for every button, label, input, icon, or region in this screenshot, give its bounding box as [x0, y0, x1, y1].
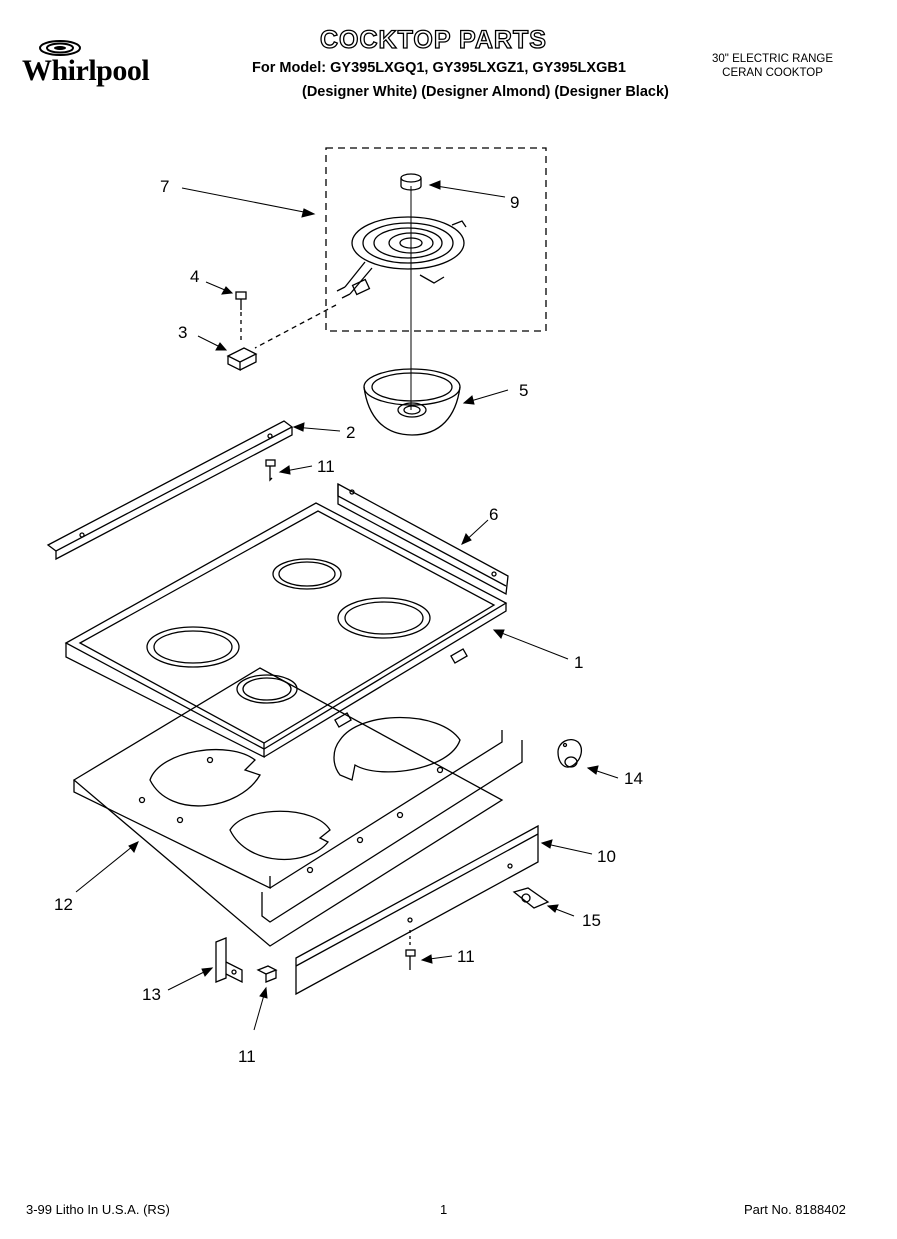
callout-7: 7: [160, 177, 169, 196]
part-number: Part No. 8188402: [744, 1202, 846, 1217]
callout-13: 13: [142, 985, 161, 1004]
leader-lines: [75, 180, 619, 1031]
part-1-glass-cooktop: [64, 502, 508, 759]
callout-1: 1: [574, 653, 583, 672]
callout-2: 2: [346, 423, 355, 442]
element-group-box: [325, 147, 547, 332]
product-type: 30" ELECTRIC RANGE: [712, 53, 834, 65]
part-7-surface-element: [336, 216, 467, 299]
callout-6: 6: [489, 505, 498, 524]
footer-print-info: 3-99 Litho In U.S.A. (RS): [26, 1202, 170, 1217]
part-15-clip: [512, 887, 550, 909]
part-14-switch: [557, 738, 583, 768]
callout-11-bottom: 11: [238, 1047, 256, 1066]
callout-10: 10: [597, 847, 616, 866]
page-number: 1: [440, 1202, 448, 1217]
brand-name: Whirlpool: [22, 54, 150, 87]
part-11-screw-lower: [405, 930, 416, 970]
callout-9: 9: [510, 193, 519, 212]
callout-15: 15: [582, 911, 601, 930]
whirlpool-logo: Whirlpool: [22, 34, 192, 94]
model-line: For Model: GY395LXGQ1, GY395LXGZ1, GY395…: [252, 60, 626, 76]
logo-swirl-icon: [39, 40, 81, 56]
callout-11-lower: 11: [457, 947, 475, 966]
callout-11-upper: 11: [317, 457, 335, 476]
part-2-rear-strip: [46, 420, 294, 561]
part-12-burner-box: [72, 667, 523, 947]
callout-12: 12: [54, 895, 73, 914]
part-11-screw-upper: [265, 459, 276, 482]
product-description: 30" ELECTRIC RANGE CERAN COOKTOP: [712, 52, 833, 80]
part-13-bracket: [215, 937, 243, 984]
part-3-terminal-block: [226, 347, 258, 372]
variant-line: (Designer White) (Designer Almond) (Desi…: [302, 84, 669, 100]
part-10-front-panel: [295, 824, 539, 996]
callout-3: 3: [178, 323, 187, 342]
part-5-drip-bowl: [363, 368, 461, 436]
part-11-screw-bottom: [256, 965, 278, 983]
callout-5: 5: [519, 381, 528, 400]
cooktop-type: CERAN COOKTOP: [722, 67, 823, 79]
callout-14: 14: [624, 769, 643, 788]
callout-4: 4: [190, 267, 199, 286]
part-4-screw: [235, 291, 247, 342]
page-title: COCKTOP PARTS: [319, 25, 547, 54]
part-6-side-bracket: [337, 482, 509, 596]
